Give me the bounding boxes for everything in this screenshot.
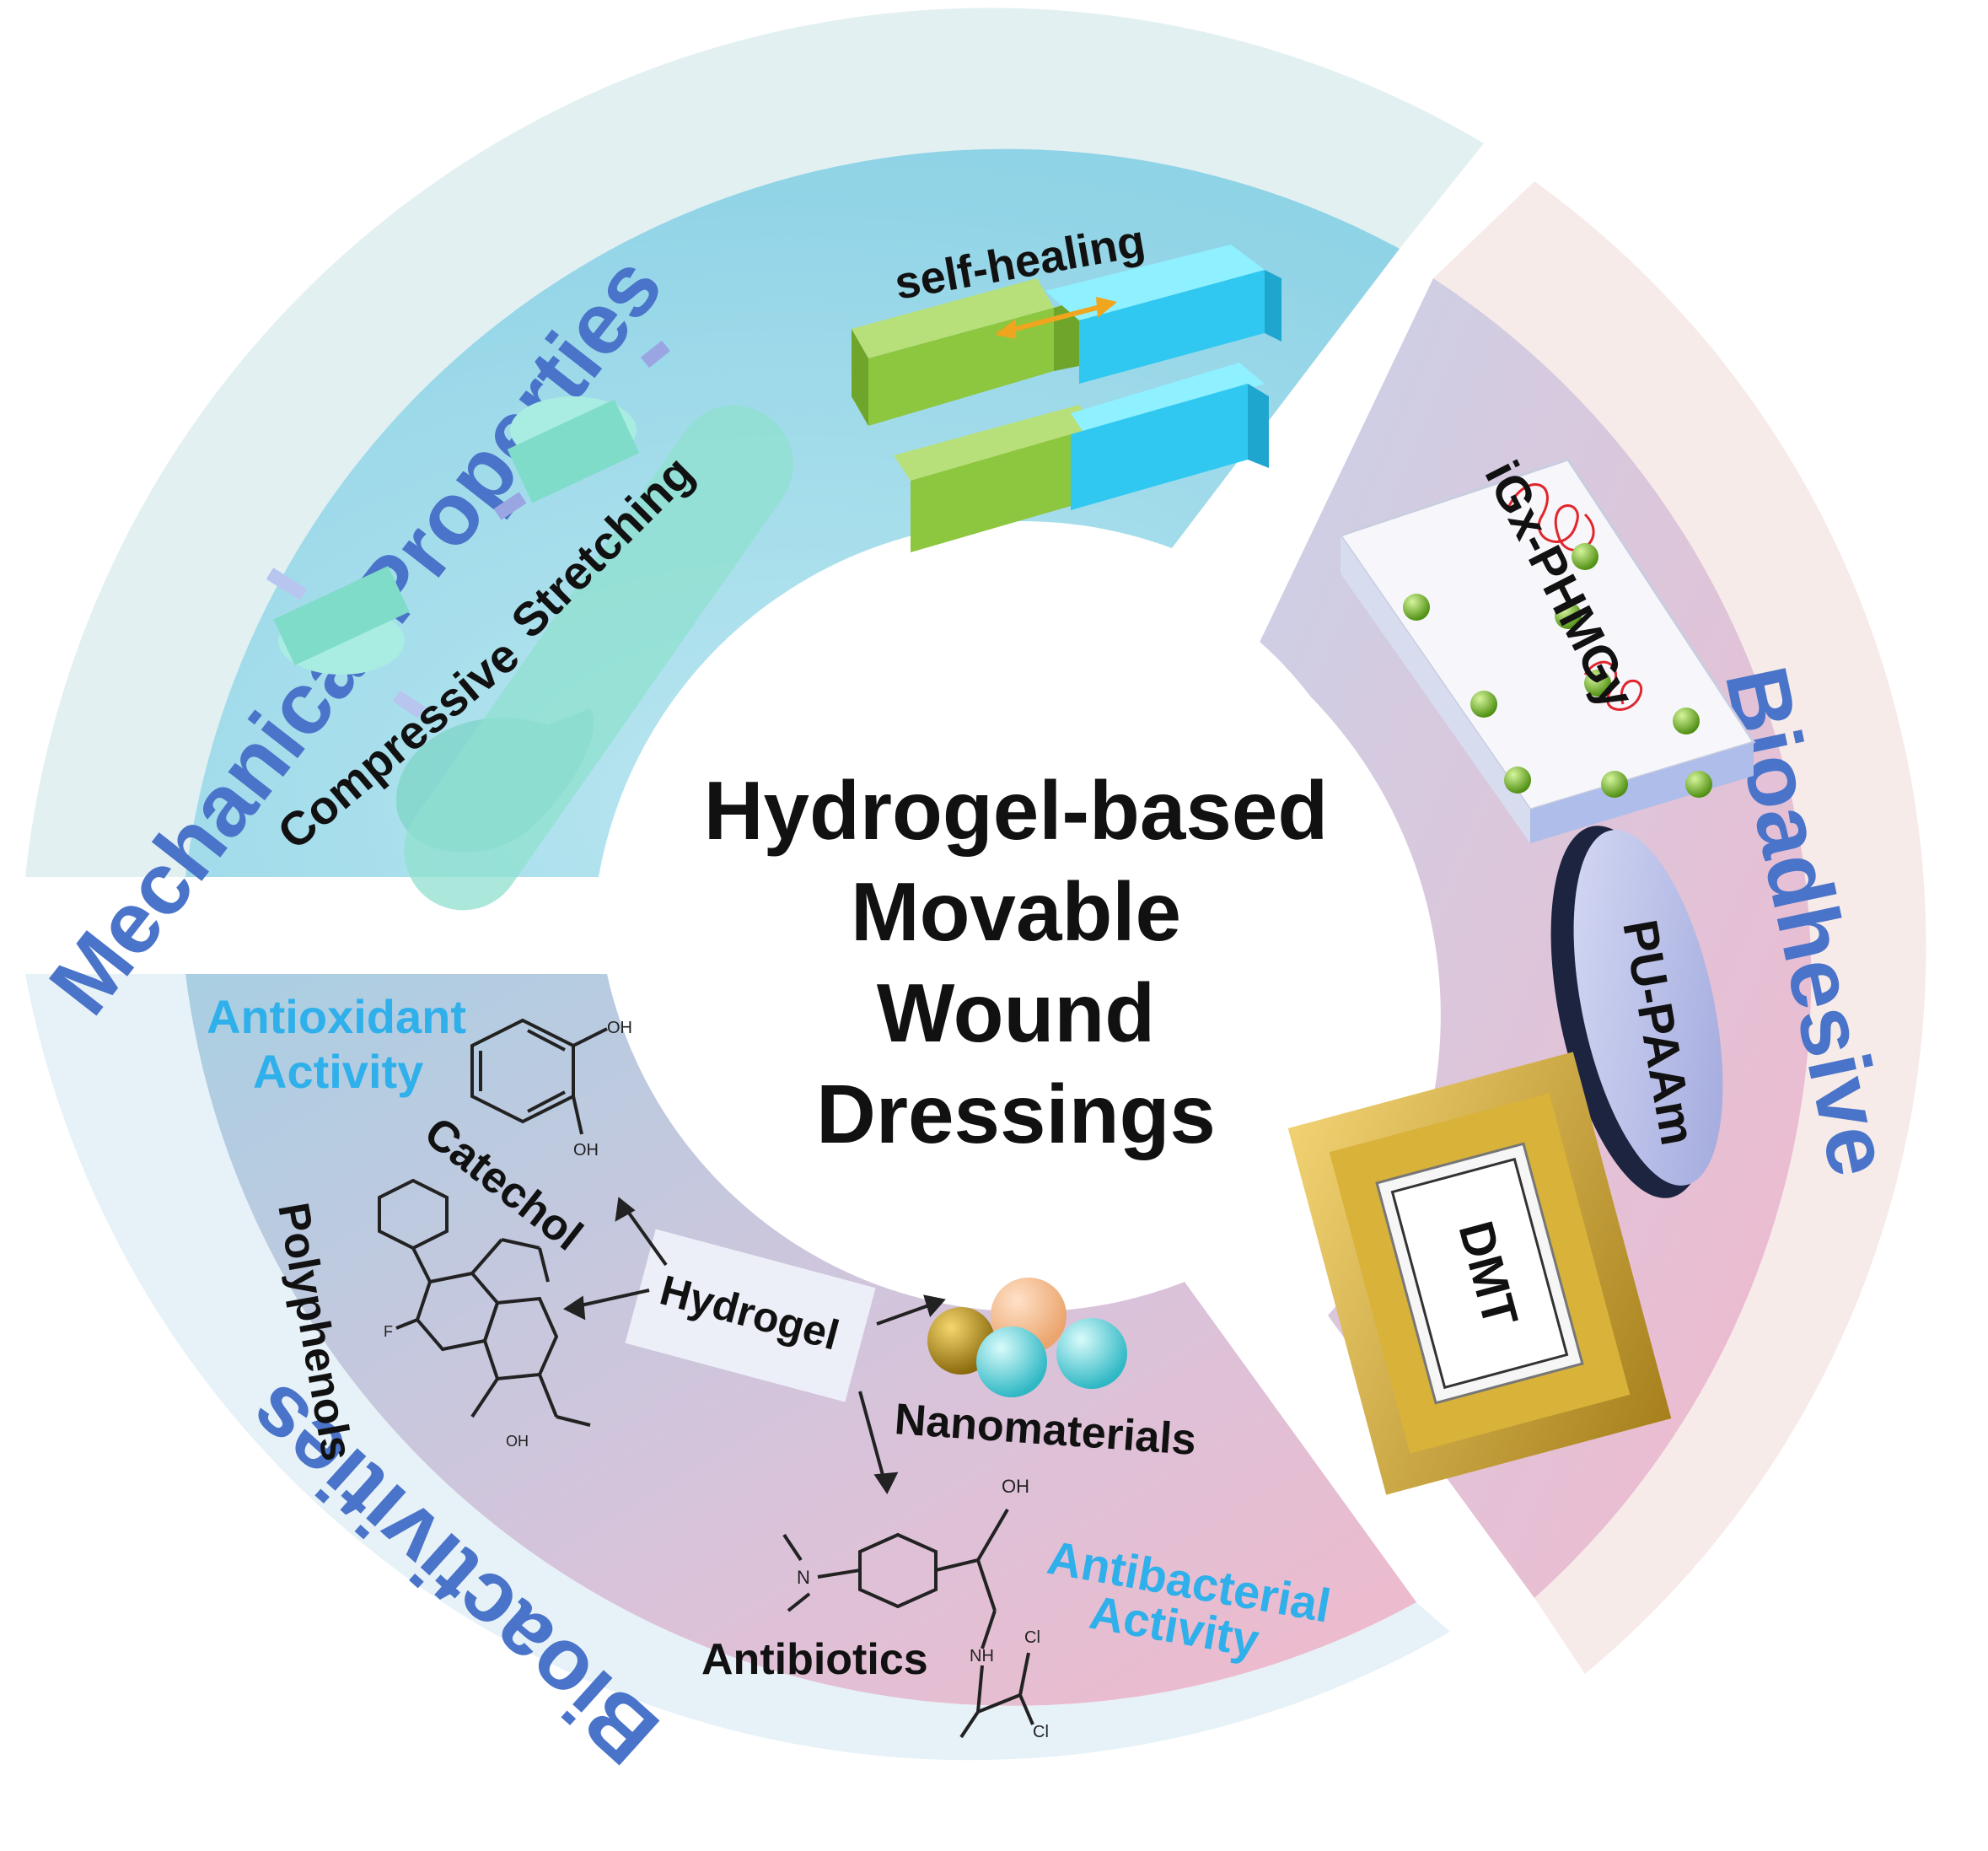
antioxidant-label-2: Activity	[253, 1045, 423, 1098]
oh-label-3: OH	[506, 1433, 529, 1450]
compress-arrow-2	[392, 690, 426, 718]
center-line-4: Dressings	[816, 1068, 1216, 1160]
oh-label-2: OH	[573, 1141, 599, 1160]
compress-cylinder-body	[273, 566, 410, 665]
nh-label: NH	[970, 1647, 994, 1665]
compress-arrow-1	[266, 568, 308, 600]
center-line-1: Hydrogel-based	[704, 764, 1329, 857]
antioxidant-label-1: Antioxidant	[207, 990, 466, 1043]
antibiotics-label: Antibiotics	[701, 1635, 928, 1684]
cl-label-2: Cl	[1033, 1723, 1049, 1741]
catechol-structure	[470, 1018, 608, 1135]
center-line-3: Wound	[877, 966, 1155, 1059]
oh-label-4: OH	[1002, 1476, 1029, 1497]
pu-disk-face	[1573, 830, 1723, 1186]
n-label: N	[797, 1567, 810, 1588]
self-healing-arrow	[998, 301, 1114, 336]
bioadhesive-illustrations: iGx-PHMGy PU-PAAm DMT	[1287, 452, 1756, 1495]
center-circle	[637, 548, 1387, 1299]
nanomaterial-spheres	[927, 1278, 1127, 1397]
hydrogel-arrows	[563, 1197, 946, 1494]
cl-label-1: Cl	[1024, 1628, 1040, 1647]
polyphenol-structure	[378, 1178, 591, 1427]
center-line-2: Movable	[851, 865, 1181, 958]
stretch-capsule	[404, 405, 793, 911]
hydrogel-box	[625, 1229, 876, 1402]
stretch-arrow-2	[641, 340, 670, 369]
antibiotic-structure	[782, 1508, 1034, 1739]
dmt-frame	[1287, 1052, 1672, 1495]
outer-ring	[25, 8, 1926, 1761]
igx-prism	[1338, 458, 1756, 843]
center-title: Hydrogel-based Movable Wound Dressings	[704, 764, 1329, 1160]
oh-label-1: OH	[607, 1019, 632, 1037]
f-label: F	[384, 1323, 393, 1340]
self-healing-blocks	[852, 245, 1281, 552]
stretch-cylinder-body	[507, 399, 640, 503]
stretch-arrow-1	[493, 492, 527, 520]
